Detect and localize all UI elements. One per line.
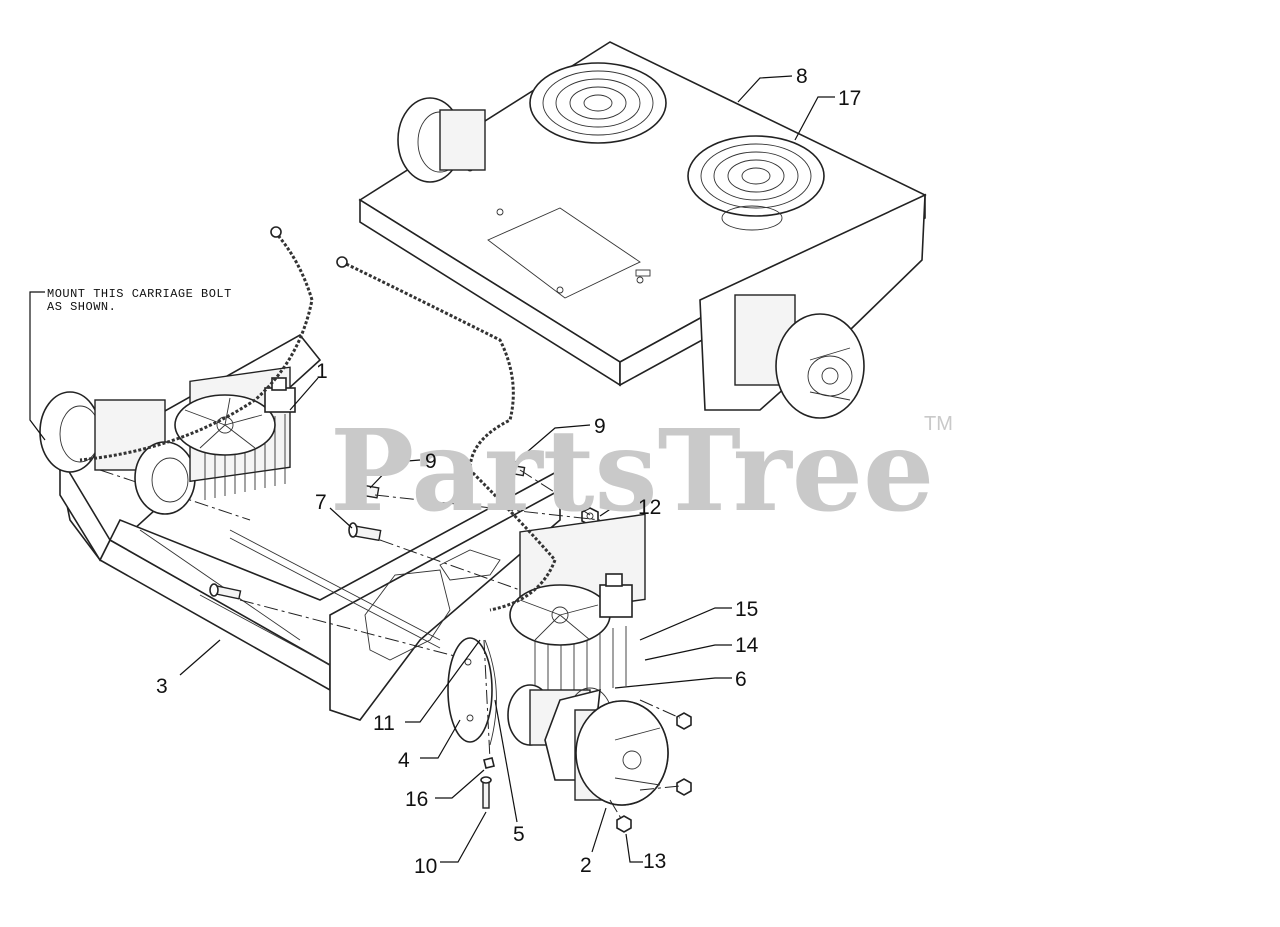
brake-plate (447, 637, 497, 809)
note-line-1: MOUNT THIS CARRIAGE BOLT (47, 287, 232, 301)
transaxle-left (39, 366, 296, 515)
callout-4: 4 (398, 749, 410, 772)
callout-15: 15 (735, 598, 758, 621)
assembled-frame-view (358, 41, 927, 419)
rear-hub-left (397, 97, 486, 183)
bolt-9-left (352, 481, 380, 499)
leader-lines (29, 75, 835, 863)
callout-17: 17 (838, 87, 861, 110)
wheel-hub-right-assembled (734, 294, 865, 419)
watermark-text: PartsTree (330, 406, 934, 537)
control-cables (79, 226, 557, 612)
callout-12: 12 (638, 496, 661, 519)
callout-16: 16 (405, 788, 428, 811)
callout-13: 13 (643, 850, 666, 873)
fan-guard-rear (529, 62, 667, 144)
callout-9-right: 9 (594, 415, 606, 438)
callout-1: 1 (316, 360, 328, 383)
callout-14: 14 (735, 634, 759, 657)
note-line-2: AS SHOWN. (47, 300, 116, 314)
callout-7: 7 (315, 491, 327, 514)
callout-9-left: 9 (425, 450, 437, 473)
bolt-9-right (502, 461, 526, 477)
watermark-trademark: TM (924, 413, 953, 435)
callout-11: 11 (373, 712, 395, 735)
callout-5: 5 (513, 823, 525, 846)
callout-10: 10 (414, 855, 437, 878)
callout-2: 2 (580, 854, 592, 877)
callout-6: 6 (735, 668, 747, 691)
fan-guard-front (687, 135, 825, 231)
callout-8: 8 (796, 65, 808, 88)
transaxle-right (507, 513, 692, 833)
callout-3: 3 (156, 675, 168, 698)
bolt-7 (348, 522, 382, 542)
